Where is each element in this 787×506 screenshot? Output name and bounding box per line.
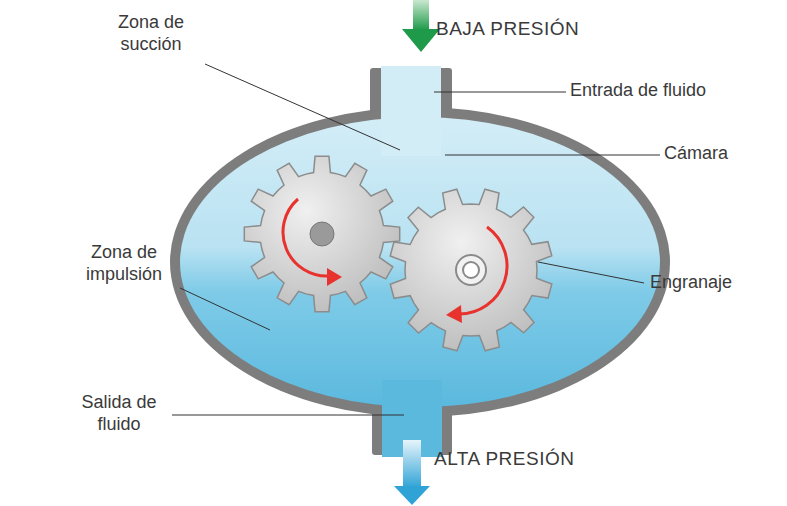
- leader-lines: [172, 64, 660, 415]
- inlet-fluid: [381, 66, 441, 156]
- gears: [244, 156, 571, 370]
- outlet-arrow: [394, 440, 430, 505]
- fluid: [180, 117, 660, 407]
- rotation-arrowhead: [327, 268, 342, 286]
- gear-hub: [456, 255, 486, 285]
- pressure-label: BAJA PRESIÓN: [436, 18, 646, 41]
- part-label: Engranaje: [650, 272, 780, 294]
- gear-hub: [310, 222, 334, 246]
- gear: [371, 170, 571, 370]
- inlet-arrow: [402, 0, 440, 52]
- pressure-label: ALTA PRESIÓN: [434, 448, 654, 471]
- part-label: Salida de fluido: [68, 392, 170, 435]
- rotation-arrowhead: [446, 305, 462, 323]
- gear: [244, 156, 399, 311]
- part-label: Zona de succión: [96, 12, 206, 55]
- gear-hub: [463, 262, 479, 278]
- part-label: Cámara: [664, 143, 774, 165]
- rotation-arrows: [283, 199, 507, 314]
- part-label: Entrada de fluido: [570, 80, 780, 102]
- part-label: Zona de impulsión: [66, 242, 182, 285]
